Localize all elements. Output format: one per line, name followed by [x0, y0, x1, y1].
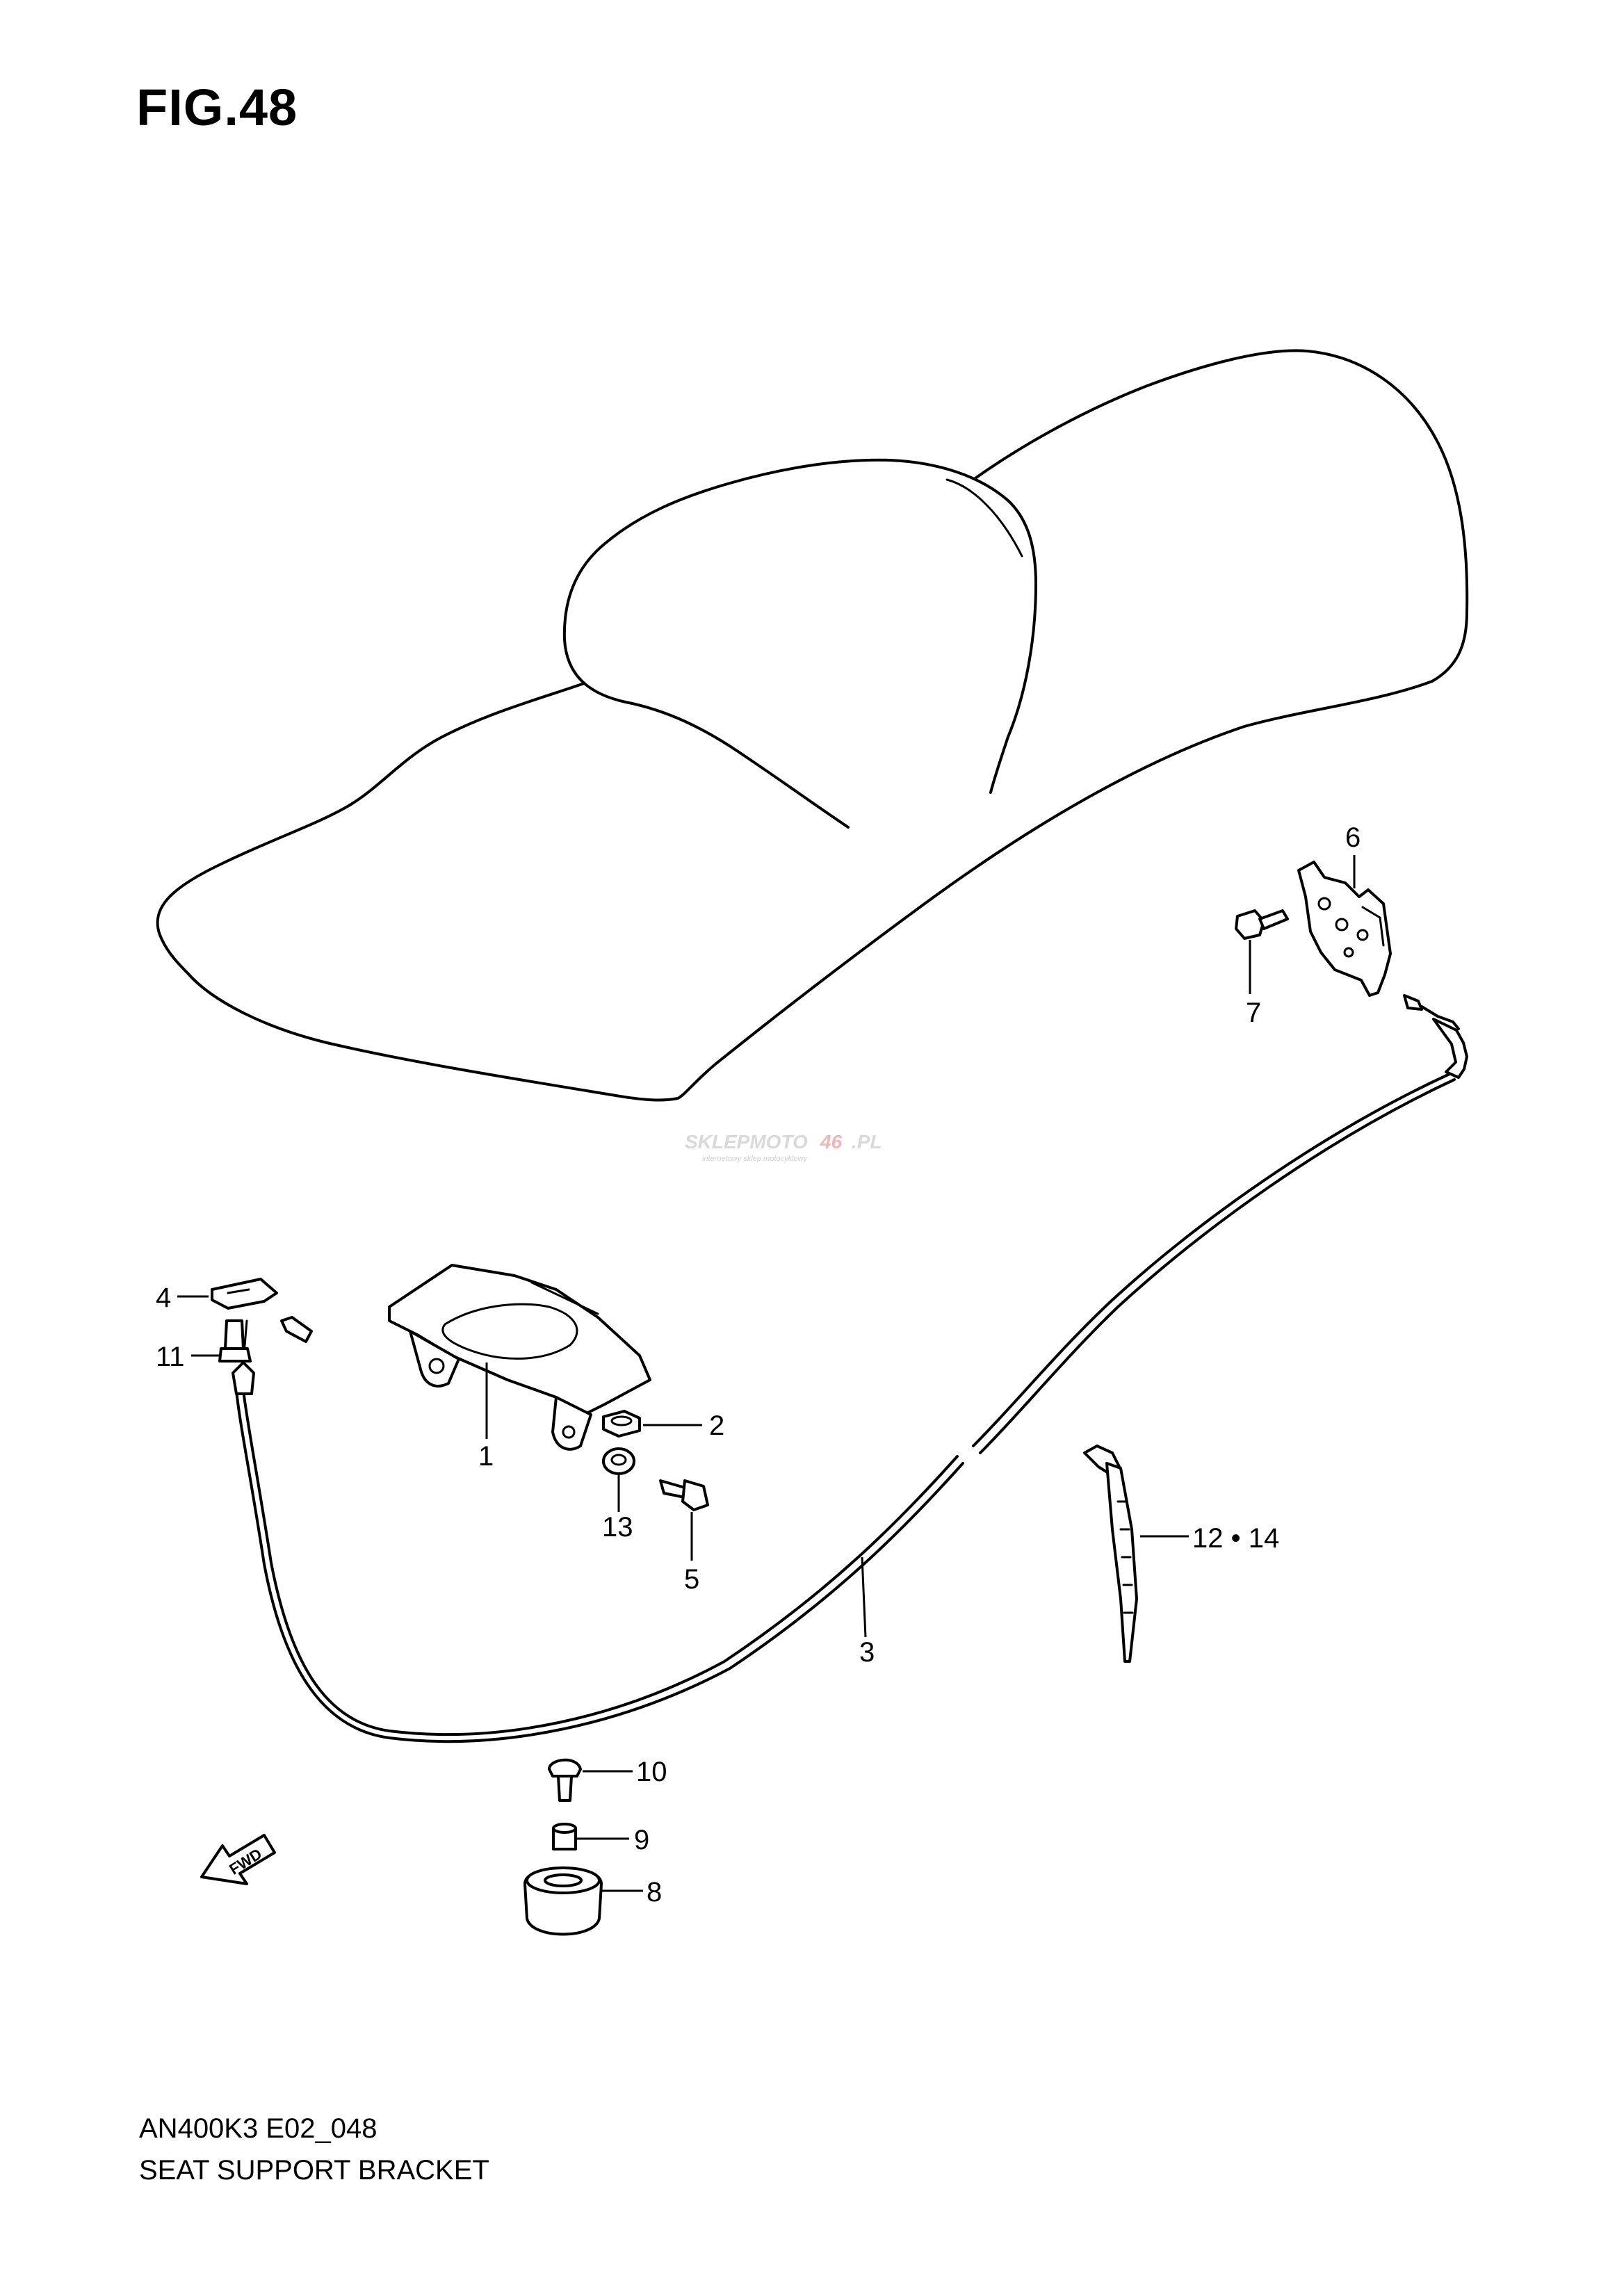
callout-7: 7: [1246, 998, 1261, 1028]
drawing-code: AN400K3 E02_048: [139, 2113, 377, 2144]
grommet-part-8: [523, 1866, 643, 1936]
bracket-part-1: [388, 1264, 651, 1451]
callout-3: 3: [859, 1637, 875, 1668]
seat: [156, 349, 1469, 1102]
callout-13: 13: [602, 1512, 633, 1543]
callout-1: 1: [478, 1441, 494, 1472]
callout-2: 2: [709, 1410, 724, 1441]
callout-6: 6: [1345, 822, 1361, 853]
pin-part-5: [659, 1479, 709, 1561]
leader-3: [861, 1556, 867, 1638]
screw-part-10: [548, 1758, 633, 1802]
callout-9: 9: [634, 1825, 649, 1855]
watermark-text-c: .PL: [852, 1131, 882, 1153]
collar-part-13: [602, 1447, 635, 1512]
seat-lock-part-6: [1297, 861, 1423, 1011]
spacer-part-9: [552, 1823, 629, 1850]
cable-part-3: [232, 1005, 1468, 1743]
watermark-text-a: SKLEPMOTO: [685, 1131, 808, 1153]
watermark-tagline: internetowy sklep motocyklowy: [702, 1155, 809, 1163]
figure-title: FIG.48: [136, 79, 298, 136]
callout-11: 11: [156, 1342, 185, 1372]
callout-8: 8: [647, 1877, 662, 1907]
callout-12-14: 12 • 14: [1192, 1523, 1279, 1554]
bolt-part-11: [191, 1319, 252, 1362]
figure-caption: SEAT SUPPORT BRACKET: [139, 2155, 489, 2186]
watermark-text-b: 46: [820, 1131, 843, 1153]
callout-4: 4: [156, 1283, 171, 1313]
callout-5: 5: [684, 1564, 699, 1595]
cable-tie-part-12-14: [1083, 1445, 1189, 1663]
clip-part-4: [177, 1278, 278, 1310]
watermark: SKLEPMOTO 46 .PL internetowy sklep motoc…: [685, 1131, 882, 1163]
nut-part-2: [602, 1410, 702, 1438]
callout-10: 10: [636, 1757, 667, 1787]
forward-direction-arrow: FWD: [200, 1834, 276, 1885]
bolt-part-7: [1235, 909, 1289, 994]
